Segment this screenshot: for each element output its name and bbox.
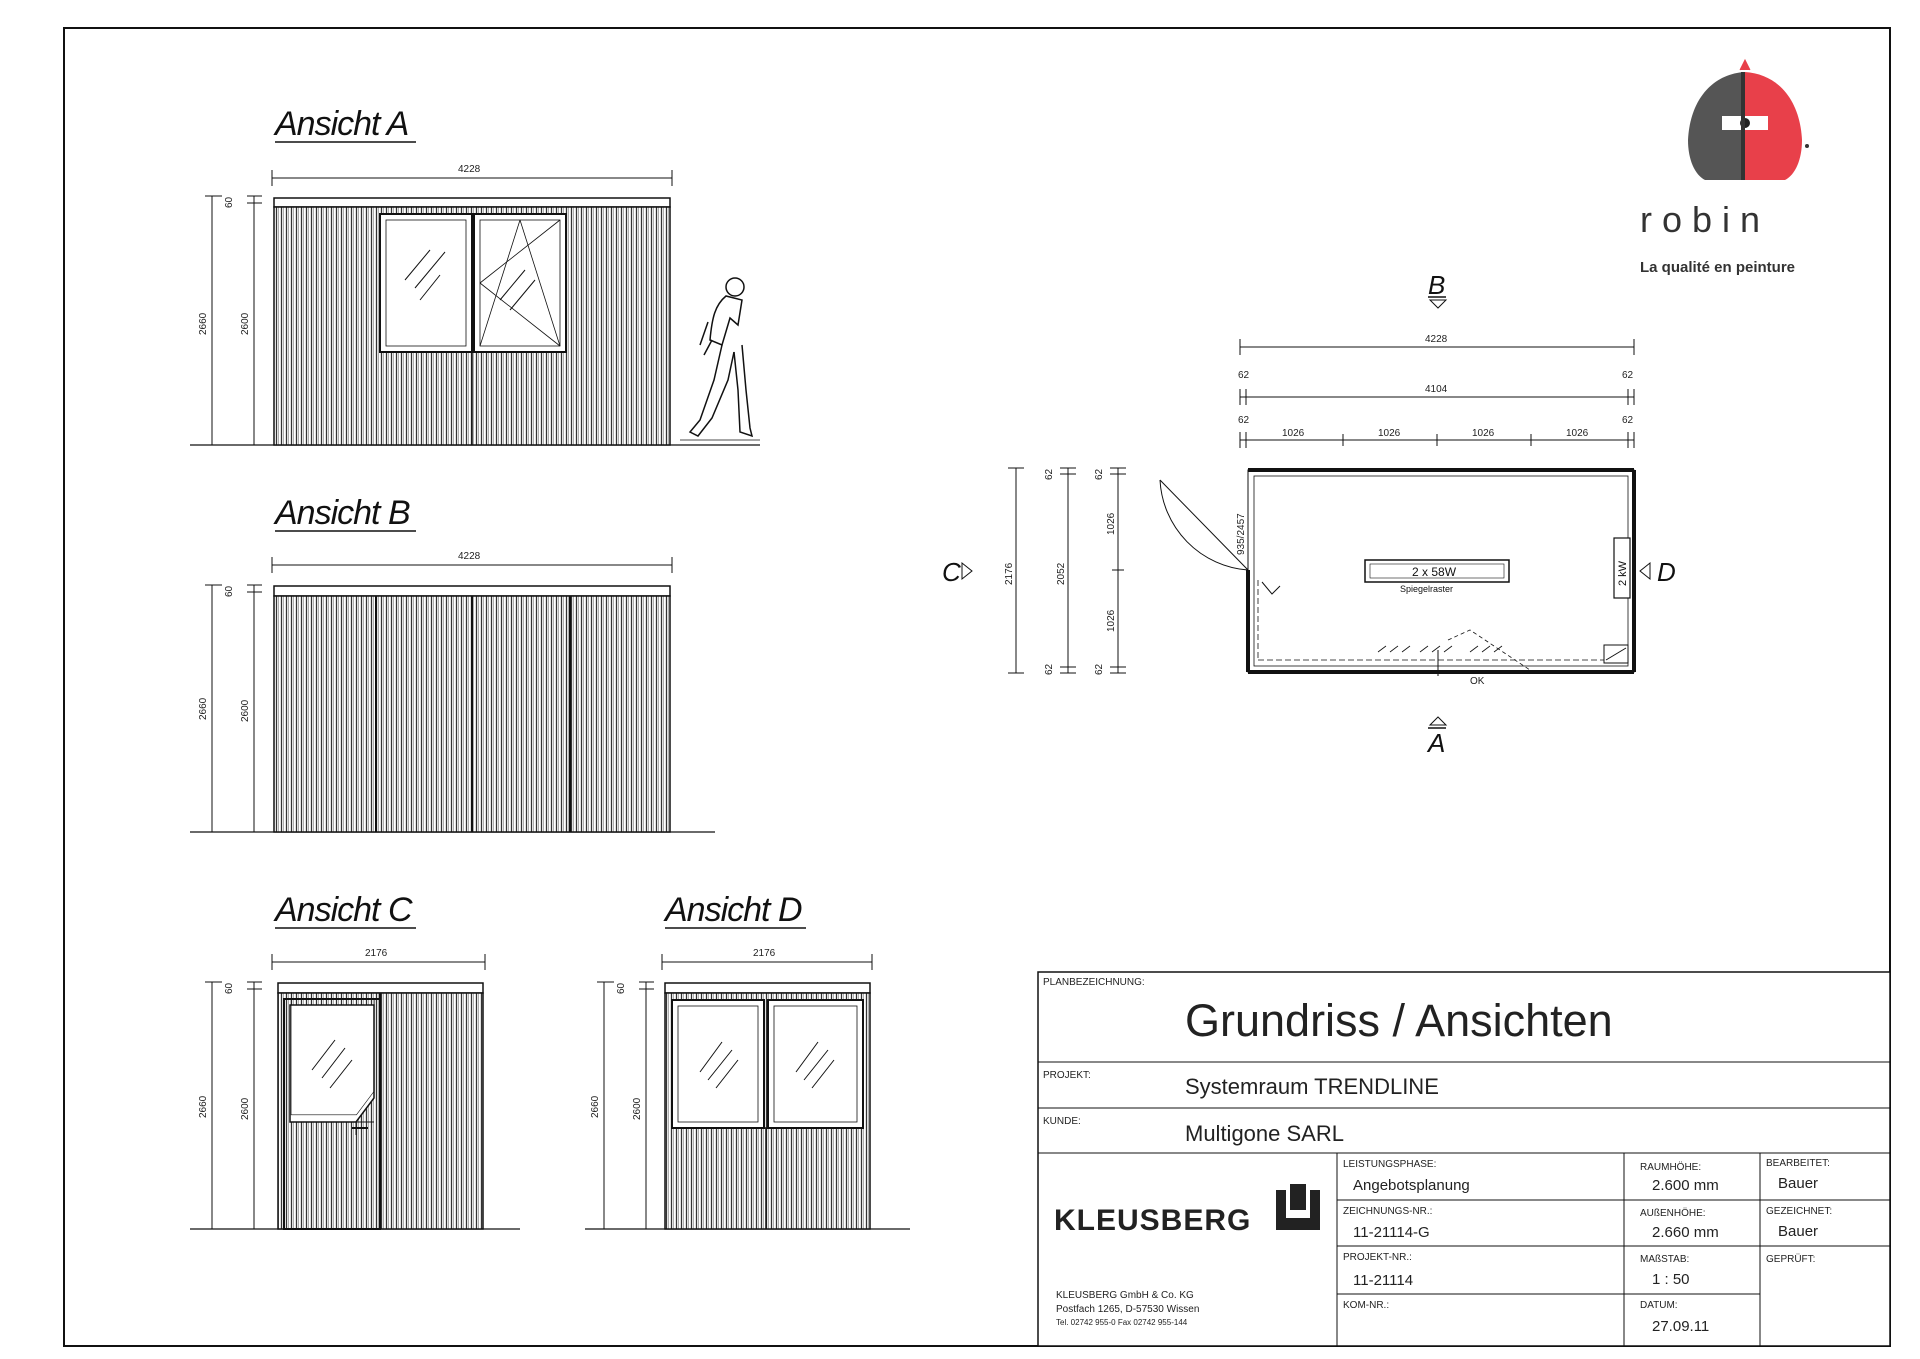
robin-knight-icon	[1688, 58, 1802, 180]
view-b-height-top: 60	[224, 585, 235, 597]
plan-inner-width: 4104	[1425, 384, 1448, 395]
plan-wall-right-top: 62	[1622, 370, 1634, 381]
zeichnungs-label: ZEICHNUNGS-NR.:	[1343, 1206, 1432, 1217]
view-c-width: 2176	[365, 948, 388, 959]
view-d-height-top: 60	[616, 982, 627, 994]
bearbeitet-value: Bauer	[1778, 1175, 1818, 1192]
view-c-height-body: 2600	[240, 1097, 251, 1120]
view-b-height-body: 2600	[240, 699, 251, 722]
company-address-1: KLEUSBERG GmbH & Co. KG	[1056, 1290, 1194, 1301]
leistungsphase-value: Angebotsplanung	[1353, 1177, 1470, 1194]
plan-wall-left-top: 62	[1238, 370, 1250, 381]
planbezeichnung-label: PLANBEZEICHNUNG:	[1043, 977, 1145, 988]
section-marker-c: C	[942, 557, 961, 587]
section-marker-b: B	[1428, 270, 1445, 300]
projekt-value: Systemraum TRENDLINE	[1185, 1074, 1439, 1099]
view-b-width: 4228	[458, 551, 481, 562]
kleusberg-icon	[1276, 1184, 1320, 1230]
bearbeitet-label: BEARBEITET:	[1766, 1158, 1830, 1169]
robin-logo: r o b i n La qualité en peinture	[1640, 58, 1809, 276]
view-a-height-body: 2600	[240, 312, 251, 335]
plan-light-sub: Spiegelraster	[1400, 584, 1453, 594]
plan-overall-width: 4228	[1425, 334, 1448, 345]
gezeichnet-value: Bauer	[1778, 1223, 1818, 1240]
plan-ok-label: OK	[1470, 676, 1485, 687]
robin-brand: r o b i n	[1640, 199, 1760, 240]
leistungsphase-label: LEISTUNGSPHASE:	[1343, 1159, 1436, 1170]
sheet-border	[63, 27, 1891, 1347]
view-d-height-body: 2600	[632, 1097, 643, 1120]
view-b: Ansicht B 4228 2660 2600 60	[190, 494, 715, 833]
projekt-label: PROJEKT:	[1043, 1070, 1091, 1081]
plan-wall-top-left: 62	[1044, 468, 1055, 480]
plan-heater: 2 kW	[1617, 560, 1629, 586]
view-c-height-top: 60	[224, 982, 235, 994]
person-figure	[680, 277, 760, 441]
view-c-height-total: 2660	[198, 1095, 209, 1118]
projekt-nr-value: 11-21114	[1353, 1272, 1413, 1289]
plan-title: Grundriss / Ansichten	[1185, 995, 1613, 1046]
view-b-height-total: 2660	[198, 697, 209, 720]
plan-wall-right-mid: 62	[1622, 415, 1634, 426]
zeichnungs-value: 11-21114-G	[1353, 1224, 1430, 1241]
gezeichnet-label: GEZEICHNET:	[1766, 1206, 1832, 1217]
raumhoehe-label: RAUMHÖHE:	[1640, 1161, 1701, 1173]
plan-module-depth-1: 1026	[1106, 512, 1117, 535]
plan-module-3: 1026	[1472, 428, 1495, 439]
company-name: KLEUSBERG	[1054, 1204, 1251, 1237]
massstab-label: MAßSTAB:	[1640, 1254, 1689, 1265]
view-d-height-total: 2660	[590, 1095, 601, 1118]
view-c: Ansicht C 2176 2660 2600 60	[190, 891, 520, 1230]
plan-depth-total: 2176	[1004, 562, 1015, 585]
aussenhoehe-label: AUßENHÖHE:	[1640, 1207, 1706, 1219]
view-a-height-top: 60	[224, 196, 235, 208]
kunde-label: KUNDE:	[1043, 1116, 1081, 1127]
plan-depth-inner: 2052	[1056, 562, 1067, 585]
floor-plan: B A C D 4228 62 4104 62 62 1026 1026 102…	[942, 270, 1676, 758]
view-a: Ansicht A 4228 2660 2600 60	[190, 105, 760, 446]
kunde-value: Multigone SARL	[1185, 1121, 1344, 1146]
company-address-3: Tel. 02742 955-0 Fax 02742 955-144	[1056, 1318, 1188, 1327]
plan-wall-top-right: 62	[1094, 468, 1105, 480]
view-d-width: 2176	[753, 948, 776, 959]
plan-wall-bottom-right: 62	[1094, 663, 1105, 675]
plan-wall-left-mid: 62	[1238, 415, 1250, 426]
section-marker-d: D	[1657, 557, 1676, 587]
datum-value: 27.09.11	[1652, 1318, 1709, 1335]
view-c-title: Ansicht C	[273, 891, 413, 929]
plan-module-depth-2: 1026	[1106, 609, 1117, 632]
view-a-height-total: 2660	[198, 312, 209, 335]
plan-module-4: 1026	[1566, 428, 1589, 439]
view-b-title: Ansicht B	[273, 494, 410, 532]
view-a-title: Ansicht A	[273, 105, 408, 143]
massstab-value: 1 : 50	[1652, 1271, 1690, 1288]
geprueft-label: GEPRÜFT:	[1766, 1253, 1815, 1265]
robin-tagline: La qualité en peinture	[1640, 259, 1795, 276]
plan-light-label: 2 x 58W	[1412, 565, 1457, 579]
view-a-width: 4228	[458, 164, 481, 175]
view-d: Ansicht D 2176 2660 2600 60	[585, 891, 910, 1230]
plan-door-dim: 935/2457	[1236, 513, 1247, 555]
raumhoehe-value: 2.600 mm	[1652, 1177, 1719, 1194]
view-d-title: Ansicht D	[663, 891, 802, 929]
plan-module-1: 1026	[1282, 428, 1305, 439]
plan-module-2: 1026	[1378, 428, 1401, 439]
company-address-2: Postfach 1265, D-57530 Wissen	[1056, 1304, 1199, 1315]
projekt-nr-label: PROJEKT-NR.:	[1343, 1252, 1412, 1263]
plan-wall-bottom-left: 62	[1044, 663, 1055, 675]
aussenhoehe-value: 2.660 mm	[1652, 1224, 1719, 1241]
datum-label: DATUM:	[1640, 1300, 1678, 1311]
title-block: PLANBEZEICHNUNG: Grundriss / Ansichten P…	[1037, 971, 1891, 1347]
section-marker-a: A	[1426, 728, 1445, 758]
kom-nr-label: KOM-NR.:	[1343, 1300, 1389, 1311]
